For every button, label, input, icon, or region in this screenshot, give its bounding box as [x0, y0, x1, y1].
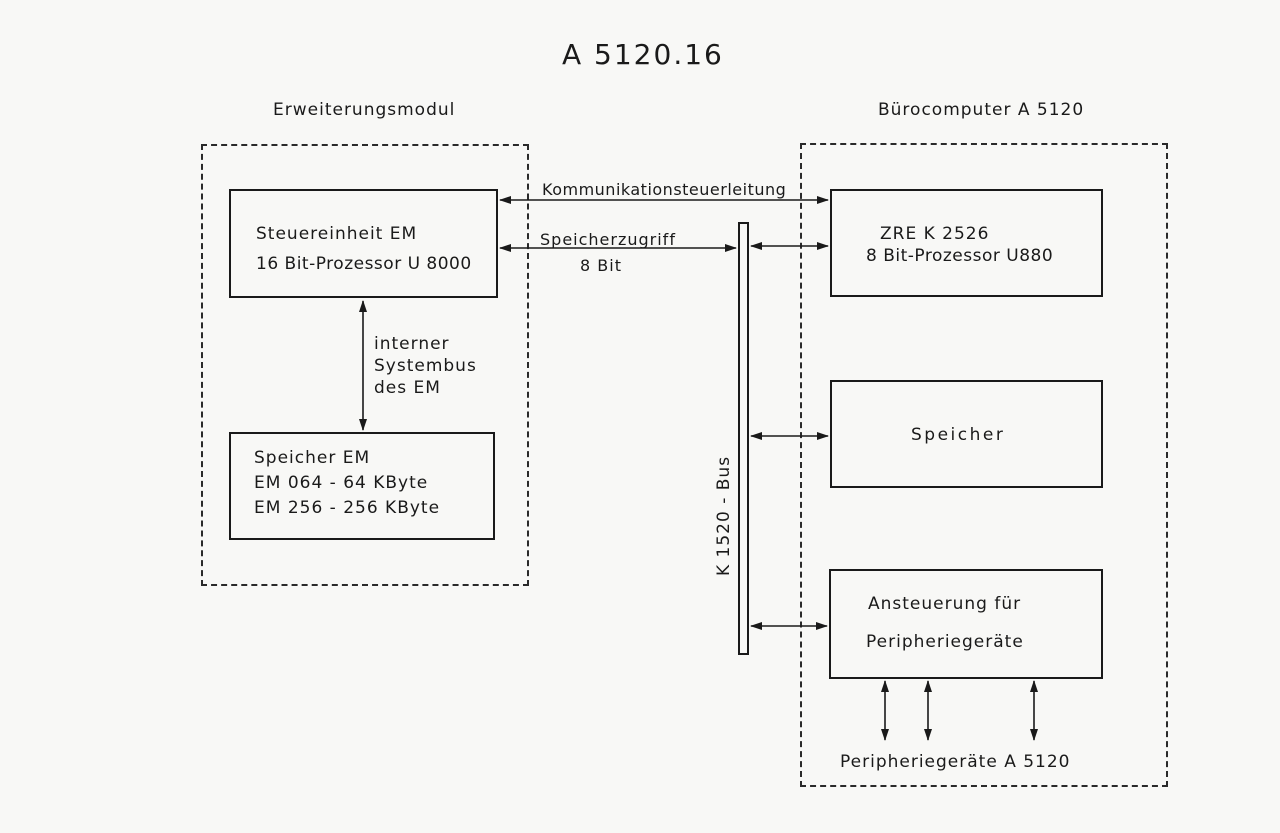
speicher-em-label: Speicher EM — [254, 448, 371, 468]
speicher-em-box — [229, 432, 495, 540]
peripherals-label: Peripheriegeräte A 5120 — [840, 752, 1071, 772]
interner-label: interner — [374, 334, 450, 354]
speicher-em-064-label: EM 064 - 64 KByte — [254, 473, 429, 493]
right-module-title: Bürocomputer A 5120 — [878, 100, 1085, 120]
zre-processor-label: 8 Bit-Prozessor U880 — [866, 246, 1054, 266]
peripheriegeraete-label: Peripheriegeräte — [866, 632, 1024, 652]
kommunikation-label: Kommunikationsteuerleitung — [542, 180, 787, 199]
k1520-bus-bar — [738, 222, 749, 655]
ansteuerung-label: Ansteuerung für — [868, 594, 1022, 614]
des-em-label: des EM — [374, 378, 441, 398]
zre-label: ZRE K 2526 — [880, 224, 990, 244]
zre-box — [830, 189, 1103, 297]
speicher-label: Speicher — [911, 425, 1006, 445]
ansteuerung-box — [829, 569, 1103, 679]
buerocomputer-frame — [800, 143, 1168, 787]
systembus-label: Systembus — [374, 356, 477, 376]
steuereinheit-label: Steuereinheit EM — [256, 224, 418, 244]
page-title: A 5120.16 — [562, 38, 724, 71]
left-module-title: Erweiterungsmodul — [273, 100, 456, 120]
speicherzugriff-bits-label: 8 Bit — [580, 256, 622, 275]
erweiterungsmodul-frame — [201, 144, 529, 586]
steuereinheit-processor-label: 16 Bit-Prozessor U 8000 — [256, 254, 472, 274]
steuereinheit-box — [229, 189, 498, 298]
speicher-box — [830, 380, 1103, 488]
speicher-em-256-label: EM 256 - 256 KByte — [254, 498, 441, 518]
